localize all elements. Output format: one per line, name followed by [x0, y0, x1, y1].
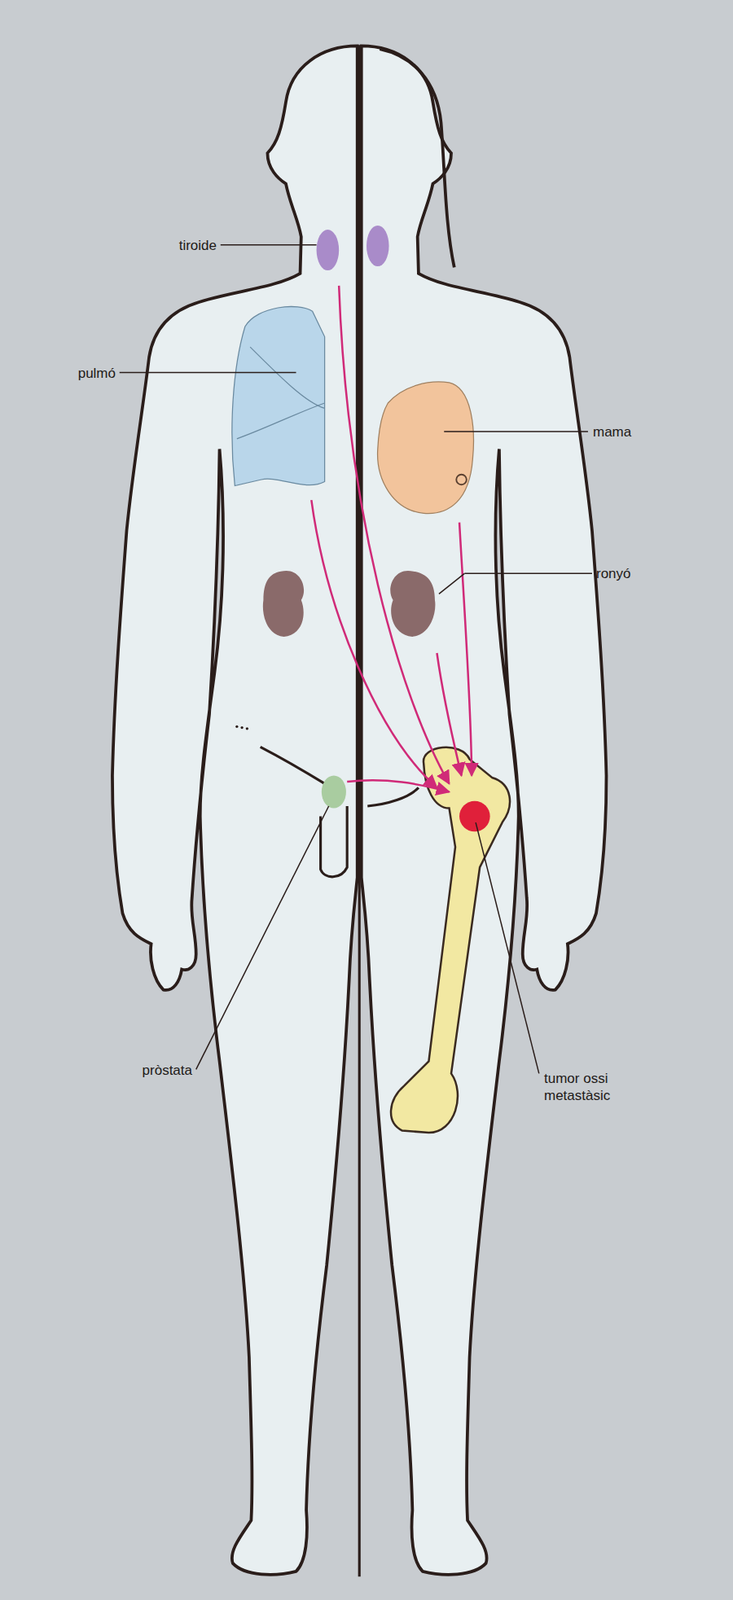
organ-label: pulmó	[78, 364, 116, 382]
metastasis-spot	[459, 801, 491, 833]
organ-label: tumor ossi metastàsic	[544, 1070, 634, 1105]
leader-lines	[119, 245, 593, 1075]
organ-label: ronyó	[596, 565, 632, 583]
organ-label: pròstata	[142, 1062, 193, 1080]
body-outline	[112, 44, 607, 1577]
spread-arrows	[311, 285, 472, 793]
organs	[232, 225, 475, 809]
organ-label: tiroide	[179, 237, 217, 255]
organ-label: mama	[592, 423, 632, 441]
femur-bone	[390, 747, 510, 1133]
